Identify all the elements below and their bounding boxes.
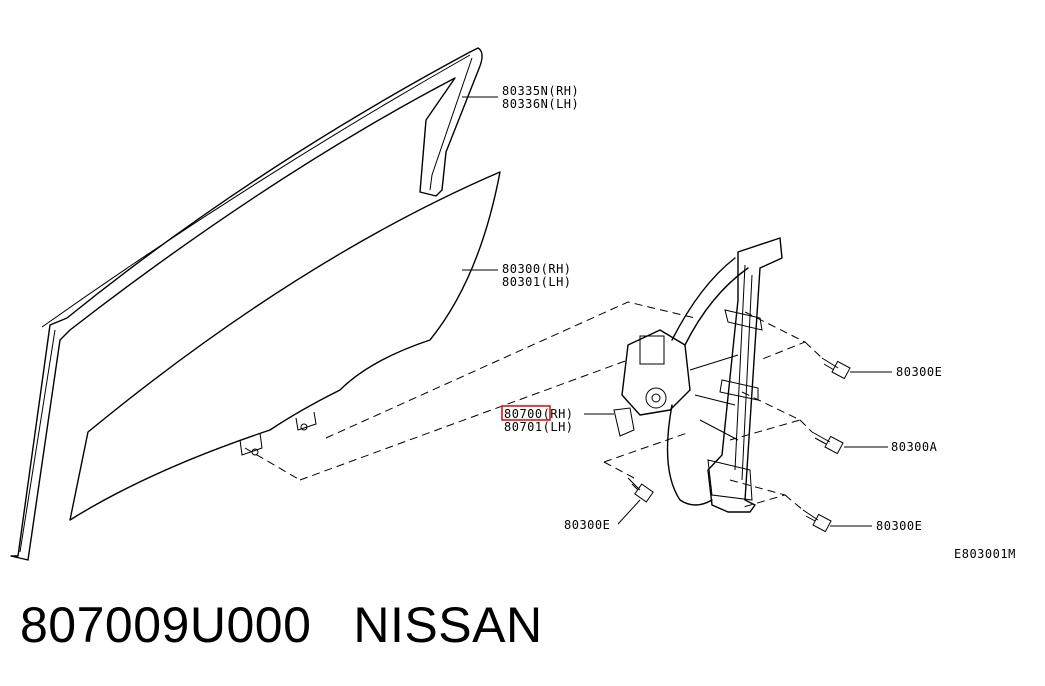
label-bolt-middle: 80300A — [891, 440, 938, 454]
leader-lines — [462, 96, 892, 527]
label-bolt-lower-right: 80300E — [876, 519, 922, 533]
label-seal-rh: 80335N(RH) — [502, 84, 579, 98]
label-glass-lh: 80301(LH) — [502, 275, 572, 289]
parts-diagram: 80335N(RH) 80336N(LH) 80300(RH) 80301(LH… — [10, 47, 1016, 561]
part-title: 807009U000 NISSAN — [20, 596, 543, 654]
figure-code: E803001M — [954, 547, 1016, 561]
installation-guides — [244, 301, 823, 511]
label-glass-rh: 80300(RH) — [502, 262, 572, 276]
bolt-upper — [821, 357, 851, 380]
label-bolt-lower-left: 80300E — [564, 518, 610, 532]
bolt-middle — [811, 431, 844, 455]
label-bolt-upper: 80300E — [896, 365, 942, 379]
label-regulator-rh: 80700(RH) — [504, 407, 574, 421]
glass-run-seal — [10, 47, 483, 561]
part-highlight-box — [501, 405, 551, 421]
label-regulator-lh: 80701(LH) — [504, 420, 574, 434]
brand-name: NISSAN — [353, 597, 543, 653]
window-regulator — [613, 237, 783, 513]
part-number: 807009U000 — [20, 597, 312, 653]
label-seal-lh: 80336N(LH) — [502, 97, 579, 111]
door-glass — [69, 171, 501, 521]
bolt-lower-left — [627, 477, 654, 503]
bolt-lower-right — [802, 509, 832, 533]
